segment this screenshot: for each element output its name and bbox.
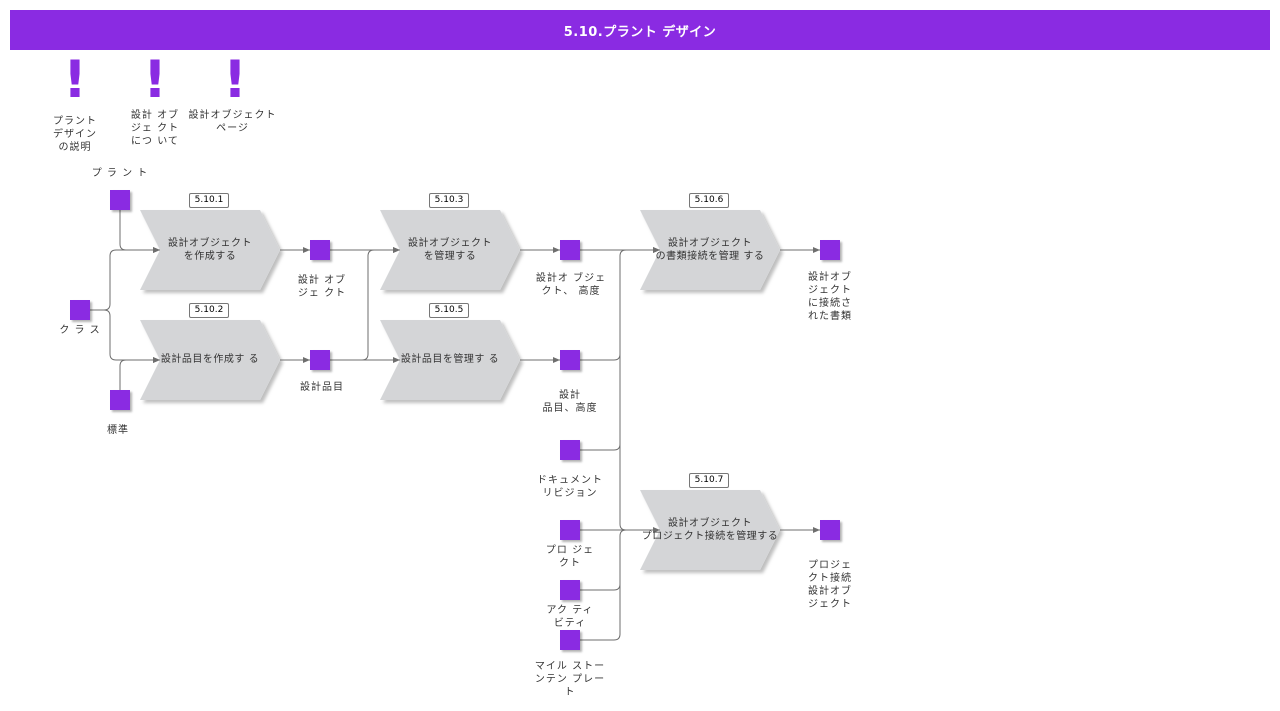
exclamation-icon[interactable]: !	[143, 50, 167, 110]
note-label-design-object-page[interactable]: 設計オブジェクト ページ	[188, 110, 277, 134]
connector	[361, 247, 400, 361]
process-5-10-5-shape	[380, 320, 520, 400]
process-id-badge: 5.10.1	[189, 193, 229, 208]
object-square-project-connected[interactable]	[820, 520, 840, 540]
process-id-badge: 5.10.5	[429, 303, 469, 318]
note-label-about-design-objects[interactable]: 設計 オブ ジェ クト につ いて	[130, 110, 180, 147]
connector	[119, 357, 160, 390]
process-5-10-2-shape	[140, 320, 280, 400]
object-label-document-revision: ドキュメント リビジョン	[537, 475, 603, 499]
connector	[619, 256, 627, 531]
process-label[interactable]: 設計品目を管理す る	[400, 354, 500, 365]
object-label-design-item: 設計品目	[300, 382, 344, 393]
process-id-badge: 5.10.3	[429, 193, 469, 208]
object-label-connected-documents: 設計オブ ジェクト に接続さ れた書類	[808, 272, 852, 322]
object-square-document-revision[interactable]	[560, 440, 580, 460]
exclamation-icon[interactable]: !	[63, 50, 87, 110]
object-square-activity[interactable]	[560, 580, 580, 600]
object-square-design-object[interactable]	[310, 240, 330, 260]
process-id-badge: 5.10.6	[689, 193, 729, 208]
process-label[interactable]: 設計オブジェクト プロジェクト接続を管理する	[641, 518, 779, 542]
object-square-class[interactable]	[70, 300, 90, 320]
object-square-standard[interactable]	[110, 390, 130, 410]
page-title: 5.10.プラント デザイン	[10, 10, 1270, 50]
note-label-plant-design[interactable]: プラント デザイン の説明	[53, 116, 97, 153]
connector	[103, 309, 160, 363]
object-label-class: ク ラ ス	[59, 325, 101, 336]
object-square-milestone-template[interactable]	[560, 630, 580, 650]
process-label[interactable]: 設計オブジェクト を管理する	[408, 238, 492, 262]
object-square-design-item[interactable]	[310, 350, 330, 370]
process-id-badge: 5.10.2	[189, 303, 229, 318]
connector	[580, 584, 621, 641]
process-label[interactable]: 設計オブジェクト の書類接続を管理 する	[655, 238, 765, 262]
object-square-design-item-height[interactable]	[560, 350, 580, 370]
object-label-design-object-height: 設計オ ブジェ クト、 高度	[535, 273, 607, 297]
process-label[interactable]: 設計品目を作成す る	[160, 354, 260, 365]
connector	[90, 247, 160, 311]
object-label-design-item-height: 設計 品目、高度	[542, 390, 598, 414]
object-label-milestone-template: マイル ストー ンテン プレー ト	[534, 661, 606, 698]
object-square-connected-documents[interactable]	[820, 240, 840, 260]
process-5-10-6-shape	[640, 210, 780, 290]
object-label-design-object: 設計 オブ ジェ クト	[297, 275, 347, 299]
object-square-plant[interactable]	[110, 190, 130, 210]
process-label[interactable]: 設計オブジェクト を作成する	[168, 238, 252, 262]
object-label-project-connected: プロジェ クト接続 設計オブ ジェクト	[808, 560, 852, 610]
process-5-10-1-shape	[140, 210, 280, 290]
object-square-project[interactable]	[560, 520, 580, 540]
process-id-badge: 5.10.7	[689, 473, 729, 488]
object-label-activity: アク ティ ビティ	[546, 605, 594, 629]
object-square-design-object-height[interactable]	[560, 240, 580, 260]
exclamation-icon[interactable]: !	[223, 50, 247, 110]
object-label-project: プロ ジェ クト	[545, 545, 595, 569]
process-5-10-3-shape	[380, 210, 520, 290]
object-label-standard: 標準	[107, 425, 129, 436]
object-label-plant: プ ラ ン ト	[91, 168, 149, 179]
process-5-10-7-shape	[640, 490, 780, 570]
